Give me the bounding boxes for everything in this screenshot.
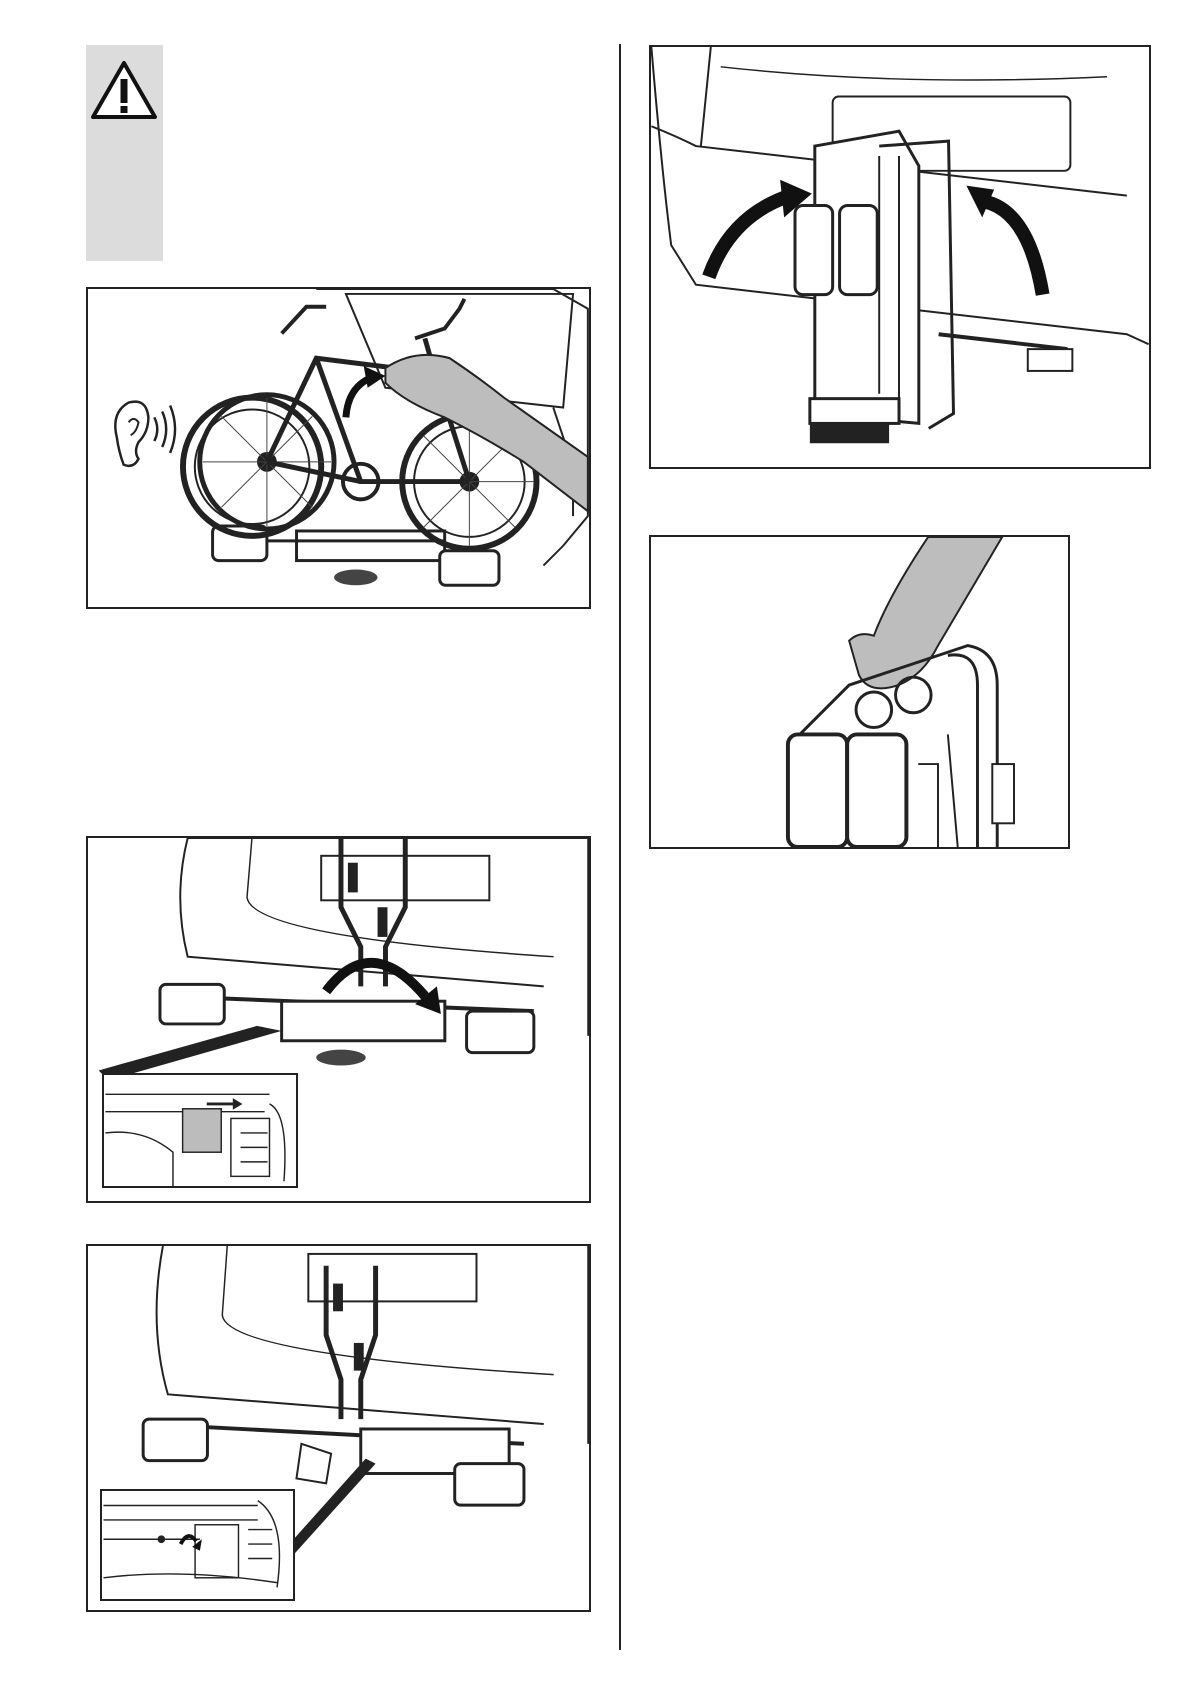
ear-icon: [115, 402, 148, 466]
hand-icon: [849, 537, 1002, 688]
curved-arrow-left-icon: [709, 196, 790, 277]
carry-folded-illustration: [651, 537, 1068, 847]
rear-wheel: [183, 395, 334, 536]
sound-waves-icon: [154, 406, 175, 453]
carrier-fold-up-illustration: [651, 47, 1149, 467]
curved-arrow-right-icon: [978, 201, 1042, 295]
figure-carry-folded: [649, 535, 1070, 849]
detail-inset: [102, 1073, 298, 1188]
detail-inset: [100, 1489, 295, 1601]
bike-carrier-illustration: [88, 289, 589, 607]
figure-fold-up-carrier: [649, 45, 1151, 469]
figure-unfolded-carrier: [86, 1244, 591, 1612]
column-divider: [619, 44, 621, 1650]
hand-icon: [385, 355, 587, 511]
figure-fold-lights: [86, 836, 591, 1203]
figure-bike-loaded: [86, 287, 591, 609]
curved-arrow-icon: [326, 963, 425, 996]
arrow-up-icon: [346, 378, 371, 418]
warning-triangle-icon: [90, 59, 158, 123]
warning-panel: [86, 45, 163, 261]
